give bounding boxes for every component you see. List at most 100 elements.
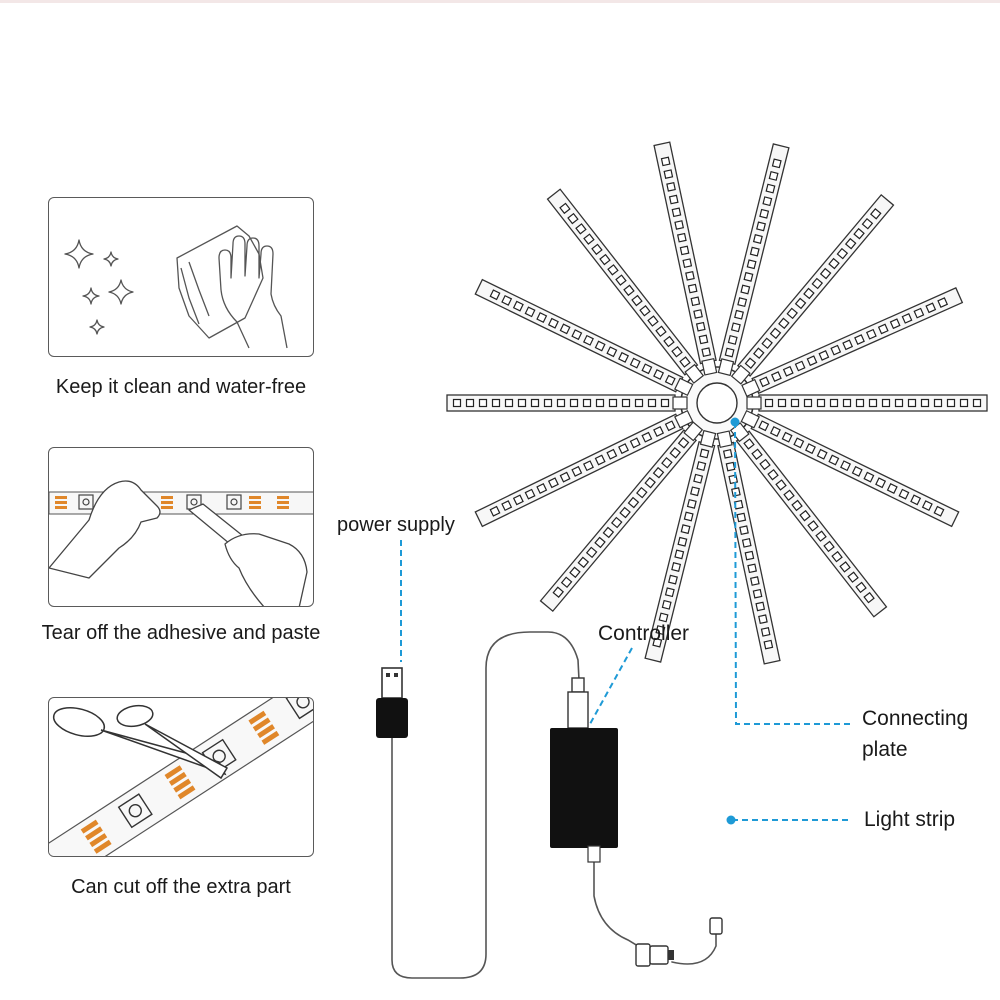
tip-caption-clean: Keep it clean and water-free bbox=[55, 376, 307, 398]
plate-clip bbox=[746, 396, 762, 410]
led-chip bbox=[644, 476, 656, 489]
led-chip bbox=[674, 220, 685, 230]
led-chip bbox=[501, 500, 513, 512]
led-chip bbox=[901, 312, 913, 324]
led-chip bbox=[828, 257, 840, 270]
led-chip bbox=[668, 574, 678, 585]
plate-clip bbox=[674, 409, 694, 429]
led-chip bbox=[768, 170, 779, 181]
light-strip-arm bbox=[750, 413, 960, 528]
led-chip bbox=[595, 398, 605, 408]
led-chip bbox=[851, 465, 863, 477]
scissor-handle bbox=[116, 704, 154, 728]
led-chip bbox=[847, 571, 859, 583]
light-strip-callout-dot bbox=[726, 815, 736, 825]
led-chip bbox=[671, 562, 682, 572]
led-chip bbox=[618, 351, 630, 363]
sparkle-icon bbox=[82, 287, 100, 305]
peel-adhesive-icon bbox=[49, 480, 313, 606]
led-chip bbox=[831, 550, 843, 563]
sparkle-icon bbox=[103, 251, 119, 267]
led-chip bbox=[855, 581, 867, 594]
led-chip bbox=[881, 398, 891, 408]
light-strip-arm bbox=[751, 287, 964, 395]
led-chip bbox=[803, 287, 815, 300]
led-chip bbox=[759, 458, 771, 471]
led-chip bbox=[921, 500, 933, 512]
led-chip bbox=[699, 448, 710, 459]
led-chip bbox=[925, 302, 937, 314]
led-chip bbox=[734, 309, 744, 320]
led-chip bbox=[842, 398, 852, 408]
plate-clip bbox=[684, 363, 705, 384]
led-chip bbox=[666, 181, 676, 192]
led-chip bbox=[806, 355, 818, 367]
connecting-plate bbox=[672, 358, 762, 448]
scissor-blade bbox=[144, 723, 229, 780]
led-chip bbox=[687, 283, 698, 294]
led-chip bbox=[552, 586, 565, 598]
led-chip bbox=[756, 221, 766, 232]
led-chip bbox=[698, 334, 709, 345]
power-supply-label: power supply bbox=[337, 514, 455, 536]
led-chip bbox=[799, 509, 811, 522]
led-chip bbox=[664, 374, 676, 386]
controller-box bbox=[550, 677, 618, 863]
led-chip bbox=[759, 208, 770, 219]
led-chip bbox=[664, 587, 675, 598]
led-chip bbox=[816, 448, 828, 460]
led-chip bbox=[829, 398, 839, 408]
top-border bbox=[0, 0, 1000, 3]
led-chip bbox=[747, 563, 757, 574]
light-strip-spokes bbox=[446, 141, 988, 665]
controller-callout-line bbox=[589, 647, 633, 725]
plate-clip bbox=[716, 430, 733, 448]
led-chip bbox=[736, 512, 747, 523]
led-chip bbox=[618, 443, 630, 455]
led-chip bbox=[823, 540, 835, 553]
light-strip-arm bbox=[717, 441, 781, 665]
led-chip bbox=[762, 196, 773, 207]
led-chip bbox=[686, 498, 697, 509]
led-chip bbox=[761, 337, 773, 350]
led-chip bbox=[677, 536, 688, 547]
led-chip bbox=[910, 494, 922, 506]
led-chip bbox=[696, 461, 707, 472]
plate-clip bbox=[701, 358, 718, 376]
sparkle-icon bbox=[108, 279, 134, 305]
led-chip bbox=[655, 325, 667, 338]
led-chip bbox=[647, 398, 657, 408]
led-chip bbox=[655, 625, 666, 636]
led-chip bbox=[794, 360, 806, 372]
led-chip bbox=[758, 614, 768, 625]
led-chip bbox=[606, 346, 618, 358]
led-chip bbox=[629, 357, 641, 369]
led-chip bbox=[641, 363, 653, 375]
led-chip bbox=[653, 369, 665, 380]
led-chip bbox=[744, 550, 755, 561]
led-chip bbox=[765, 183, 776, 194]
led-chip bbox=[730, 322, 741, 333]
scissor-handle bbox=[52, 707, 106, 737]
usb-plug-icon bbox=[376, 667, 408, 738]
led-chip bbox=[946, 398, 956, 408]
led-chip bbox=[639, 305, 651, 317]
led-chip bbox=[741, 538, 752, 548]
led-chip bbox=[465, 398, 475, 408]
led-chip bbox=[491, 398, 501, 408]
led-chip bbox=[759, 376, 770, 388]
led-chip bbox=[524, 488, 536, 500]
cloth-shape bbox=[176, 225, 264, 339]
led-chip bbox=[606, 448, 618, 460]
led-chip bbox=[959, 398, 969, 408]
led-chip bbox=[556, 398, 566, 408]
led-chip bbox=[652, 637, 663, 648]
led-chip bbox=[585, 546, 598, 559]
led-chip bbox=[602, 526, 615, 539]
led-chip bbox=[582, 398, 592, 408]
led-chip bbox=[641, 431, 653, 443]
led-chip bbox=[594, 340, 606, 352]
led-chip bbox=[478, 398, 488, 408]
led-chip bbox=[816, 398, 826, 408]
